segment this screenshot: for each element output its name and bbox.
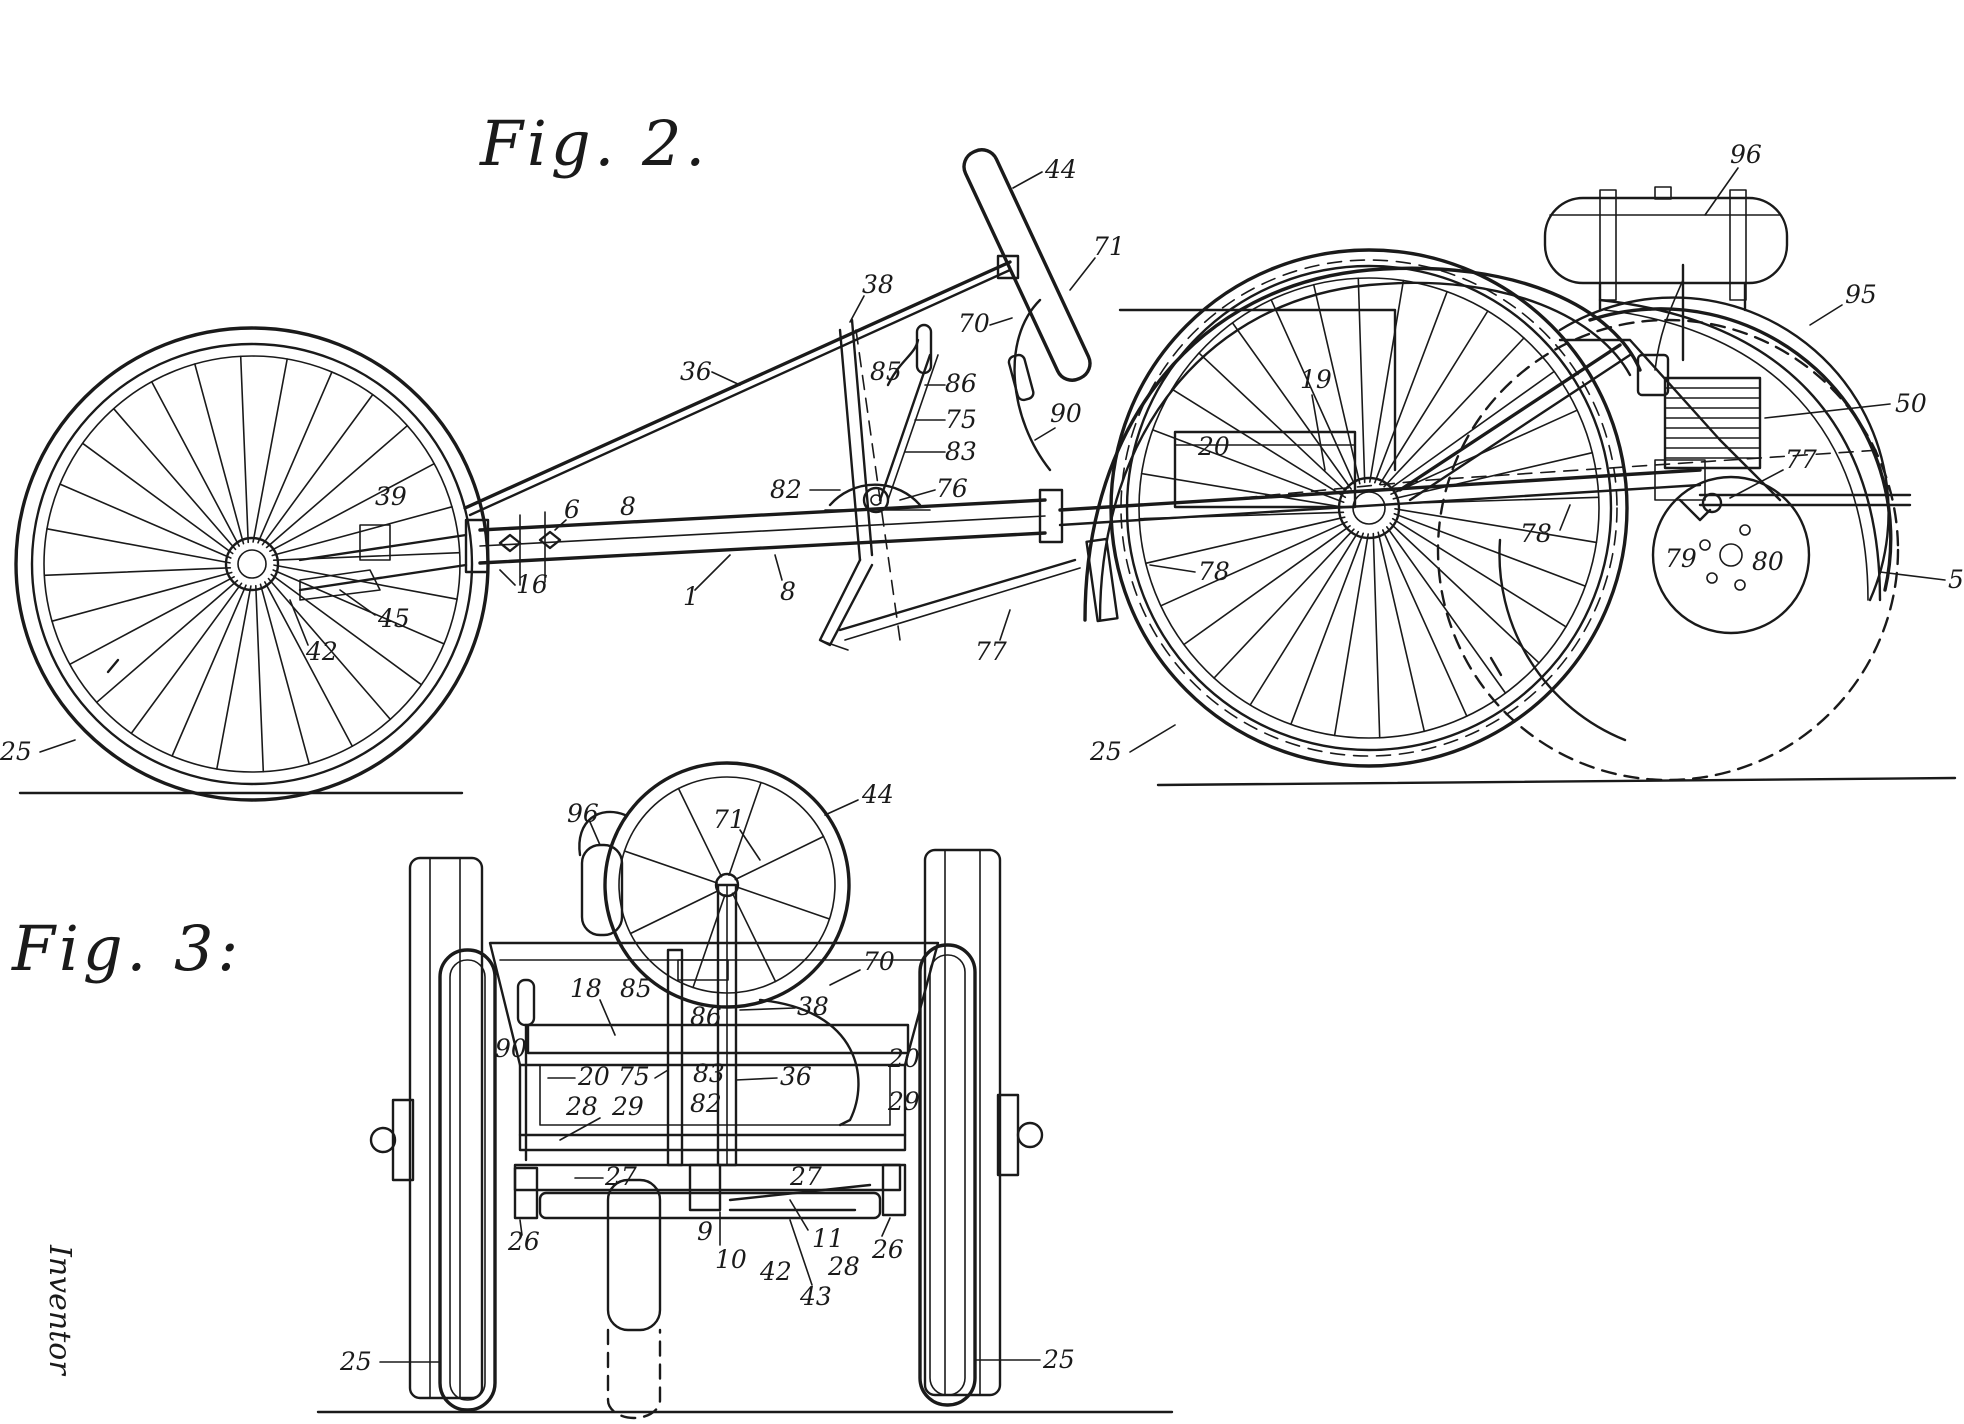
fig2-label-44: 44 (1044, 155, 1077, 184)
fig3-left-wheel (369, 856, 497, 1412)
fig2-steering-rod (463, 260, 1012, 510)
fig2-label-25-front: 25 (0, 737, 32, 766)
fig2-label-75: 75 (945, 405, 977, 434)
fig2-label-20: 20 (1197, 432, 1230, 461)
fig2-label-50: 50 (1895, 389, 1927, 418)
fig2-reference-numerals: 44 71 96 95 38 70 36 85 86 75 83 19 90 (0, 140, 1964, 766)
fig2-rear-wheel (1109, 248, 1629, 768)
inventor-label: Inventor (42, 1244, 77, 1376)
fig3-axle-assembly (513, 1133, 907, 1220)
fig3-label-83: 83 (693, 1059, 725, 1088)
fig2-seat-frame (1058, 308, 1912, 527)
fig3-label-75: 75 (618, 1062, 650, 1091)
fig2-label-77-bottom: 77 (975, 637, 1007, 666)
fig2-title: Fig. 2. (479, 107, 709, 180)
fig3-reference-numerals: 96 71 44 70 18 85 86 38 90 20 75 83 36 2… (339, 780, 1075, 1376)
fig3-label-28-top: 28 (565, 1092, 598, 1121)
fig3-front-view: Fig. 3: (11, 761, 1174, 1420)
fig3-label-82: 82 (690, 1089, 722, 1118)
fig2-control-cable (838, 558, 1077, 632)
fig2-lever-assembly (818, 318, 939, 651)
fig2-label-78-lower: 78 (1198, 557, 1230, 586)
fig2-steering-wheel (962, 148, 1092, 382)
fig3-label-42: 42 (759, 1257, 792, 1286)
fig2-label-79: 79 (1665, 544, 1697, 573)
fig2-label-80: 80 (1752, 547, 1784, 576)
fig2-label-36: 36 (680, 357, 712, 386)
fig2-label-96: 96 (1730, 140, 1762, 169)
fig2-label-19: 19 (1300, 365, 1332, 394)
fig3-right-wheel (918, 848, 1044, 1407)
fig3-label-11: 11 (812, 1224, 844, 1253)
fig2-label-76: 76 (936, 474, 968, 503)
fig2-engine (1636, 353, 1762, 522)
fig2-label-5: 5 (1948, 565, 1964, 594)
fig2-label-1: 1 (683, 582, 699, 611)
fig3-label-36: 36 (780, 1062, 812, 1091)
fig3-label-85: 85 (620, 974, 652, 1003)
fig3-label-71: 71 (713, 805, 745, 834)
fig3-label-29-left: 29 (611, 1092, 644, 1121)
fig2-chassis-frame (298, 488, 1064, 601)
fig3-label-27-right: 27 (789, 1162, 822, 1191)
fig2-label-83: 83 (945, 437, 977, 466)
fig2-label-78-upper: 78 (1520, 519, 1552, 548)
fig3-label-20-right: 20 (887, 1044, 920, 1073)
fig3-steering-wheel (578, 761, 851, 1009)
fig2-side-view: Fig. 2. (0, 107, 1964, 802)
fig2-mid-fender (1083, 266, 1642, 622)
fig3-label-27-left: 27 (604, 1162, 637, 1191)
fig3-label-25-right: 25 (1042, 1345, 1075, 1374)
fig3-label-26-right: 26 (871, 1235, 904, 1264)
fig3-label-18: 18 (570, 974, 602, 1003)
fig2-ground-line-rear (1156, 776, 1957, 787)
fig2-label-39: 39 (375, 482, 407, 511)
fig3-label-44: 44 (861, 780, 894, 809)
fig3-label-28-bottom: 28 (827, 1252, 860, 1281)
fig2-label-8-lower: 8 (780, 577, 796, 606)
fig2-label-95: 95 (1845, 280, 1877, 309)
fig2-label-6: 6 (564, 495, 580, 524)
fig2-label-90: 90 (1050, 399, 1082, 428)
fig2-label-45: 45 (377, 604, 410, 633)
fig2-front-wheel (14, 326, 490, 802)
fig2-label-42: 42 (305, 637, 338, 666)
fig2-label-86: 86 (945, 369, 977, 398)
fig2-steering-cable (1013, 298, 1052, 472)
fig3-label-43: 43 (799, 1282, 832, 1311)
fig2-label-25-rear: 25 (1089, 737, 1122, 766)
fig3-label-20-left: 20 (577, 1062, 610, 1091)
fig2-rear-fender (1598, 298, 1882, 602)
fig3-label-90: 90 (495, 1034, 527, 1063)
fig2-label-82: 82 (770, 475, 802, 504)
fig2-label-85: 85 (870, 357, 902, 386)
fig3-label-70: 70 (863, 947, 895, 976)
fig2-label-77-top: 77 (1785, 445, 1817, 474)
fig2-label-16: 16 (516, 570, 548, 599)
fig3-label-26-left: 26 (507, 1227, 540, 1256)
fig3-label-10: 10 (715, 1245, 747, 1274)
fig2-power-wheel (1436, 296, 1900, 782)
fig2-label-71: 71 (1093, 232, 1125, 261)
fig3-label-25-left: 25 (339, 1347, 372, 1376)
fig3-label-86: 86 (690, 1002, 722, 1031)
fig2-label-38: 38 (862, 270, 894, 299)
fig3-label-9: 9 (697, 1217, 713, 1246)
fig3-label-96: 96 (567, 799, 599, 828)
fig2-label-70: 70 (958, 309, 990, 338)
fig2-fuel-tank (1543, 186, 1789, 371)
fig3-label-38: 38 (797, 992, 829, 1021)
fig3-title: Fig. 3: (11, 912, 242, 985)
fig3-middle-wheel (606, 1178, 662, 1420)
fig3-label-29-right: 29 (887, 1087, 920, 1116)
fig2-label-8-upper: 8 (620, 492, 636, 521)
